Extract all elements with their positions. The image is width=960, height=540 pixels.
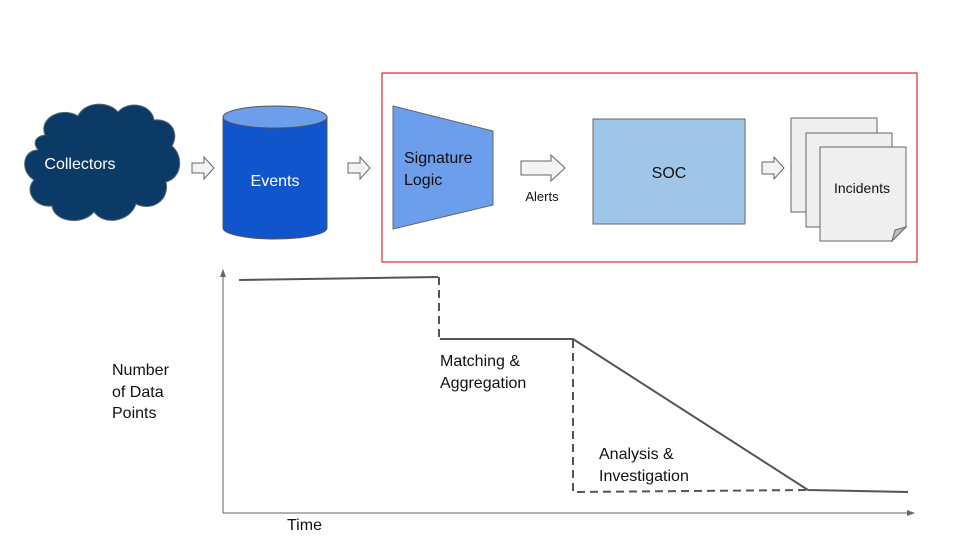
soc-process-highlight-box — [381, 72, 918, 263]
soc-box: SOC — [592, 118, 746, 225]
arrow-right-icon — [347, 155, 371, 181]
stage-label-aggregation: Aggregation — [440, 375, 526, 392]
data-volume-line — [440, 338, 909, 493]
alerts-label: Alerts — [525, 189, 559, 204]
soc-label: SOC — [652, 165, 687, 182]
page-curl-icon — [891, 226, 908, 243]
events-database: Events — [222, 105, 328, 240]
y-axis-label-line3: Points — [112, 405, 156, 422]
collectors-cloud: Collectors — [24, 103, 181, 221]
stage-label-matching: Matching & — [440, 353, 520, 370]
y-axis-label-line1: Number — [112, 362, 170, 379]
incidents-documents: Incidents — [790, 117, 908, 243]
data-volume-line — [238, 276, 439, 281]
collectors-label: Collectors — [44, 156, 115, 173]
events-label: Events — [251, 173, 300, 190]
arrow-right-icon — [761, 155, 785, 181]
signature-logic-label-line1: Signature — [404, 150, 473, 167]
signature-logic-label-line2: Logic — [404, 172, 442, 189]
arrow-right-icon — [191, 155, 215, 181]
stage-label-investigation: Investigation — [599, 468, 689, 485]
arrow-right-icon — [520, 153, 566, 183]
incidents-label: Incidents — [834, 180, 890, 196]
y-axis-label-line2: of Data — [112, 384, 164, 401]
stage-label-analysis: Analysis & — [599, 446, 674, 463]
x-axis-label: Time — [287, 517, 322, 534]
signature-logic-filter: Signature Logic — [392, 105, 494, 230]
